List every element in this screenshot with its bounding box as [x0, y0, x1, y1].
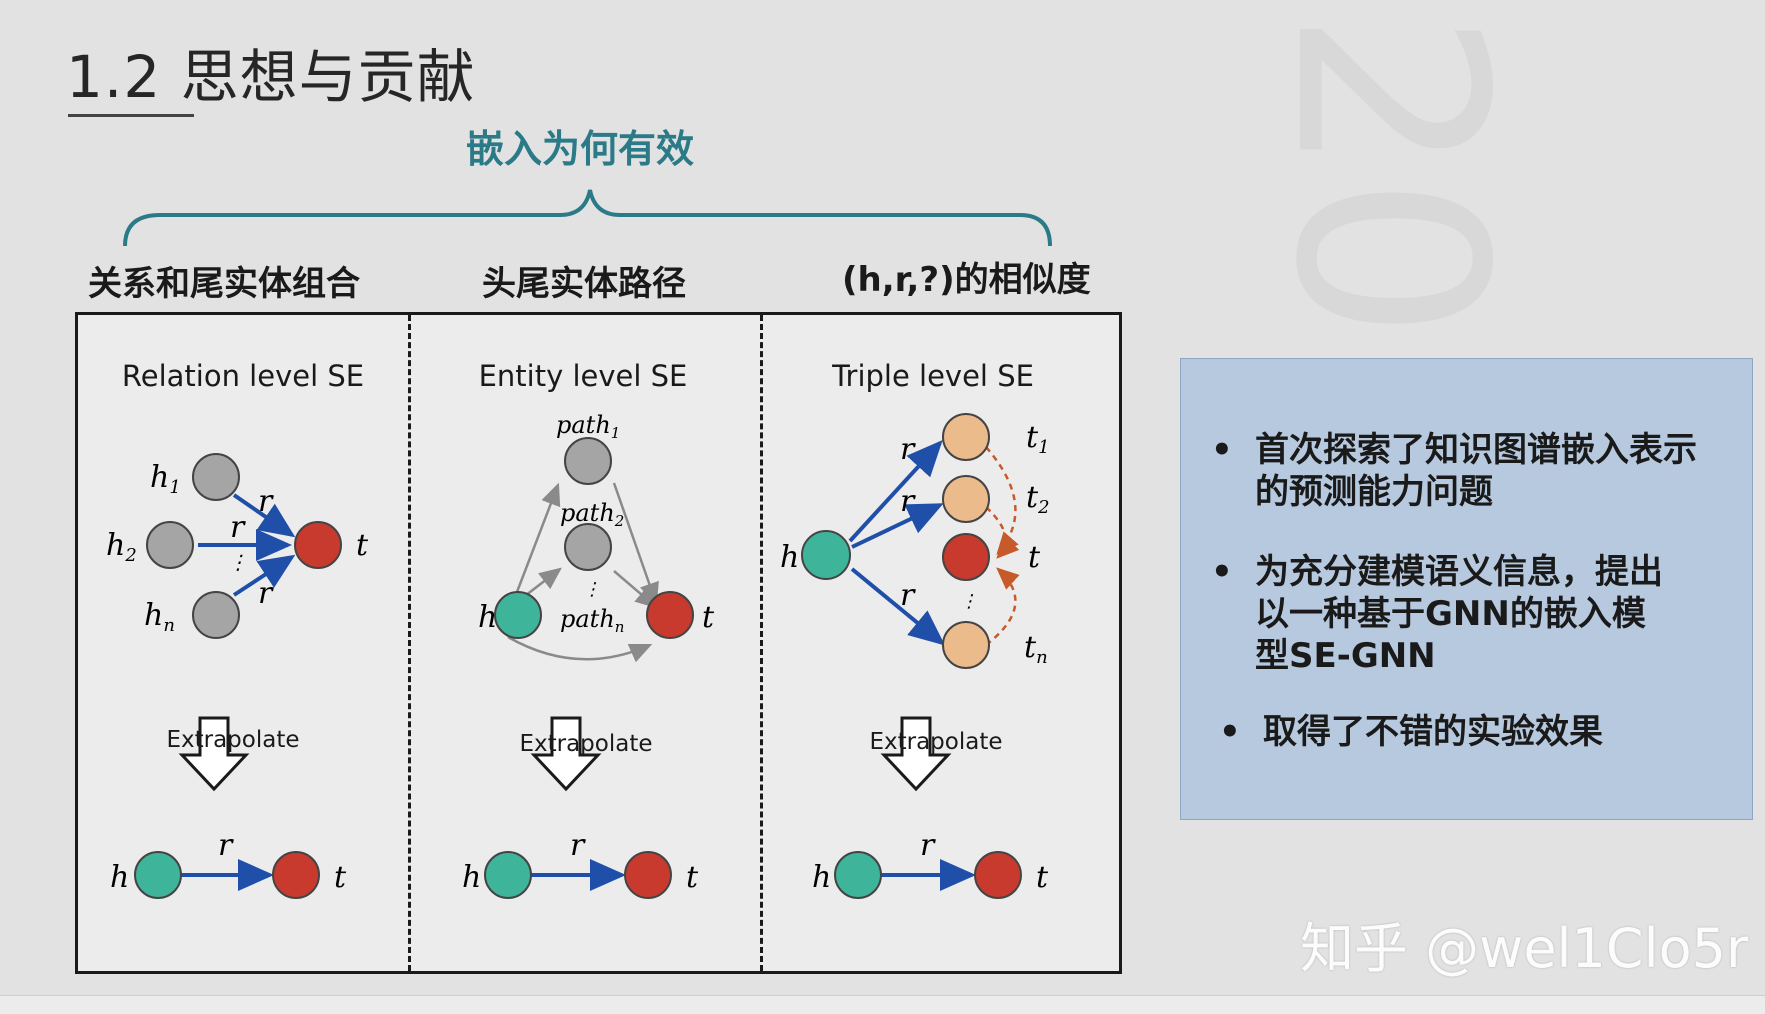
svg-text:t: t	[1036, 860, 1049, 895]
svg-text:t: t	[686, 860, 699, 895]
svg-text:t: t	[1028, 540, 1041, 575]
svg-text:r: r	[570, 828, 586, 863]
svg-text:pathn: pathn	[560, 605, 624, 636]
t-node	[646, 591, 694, 639]
relation-extrapolate-label: Extrapolate	[166, 727, 300, 753]
svg-text:hn: hn	[144, 598, 175, 636]
entity-level-graph: path1 path2 pathn h t ⋮	[478, 411, 715, 663]
svg-text:r: r	[218, 828, 234, 863]
svg-text:r: r	[920, 828, 936, 863]
t1-node	[942, 413, 990, 461]
panel-divider	[760, 315, 763, 971]
svg-text:r: r	[258, 576, 274, 611]
h2-node	[146, 521, 194, 569]
entity-result-triple: h r t	[462, 828, 699, 899]
bullet-item: • 为充分建模语义信息，提出 以一种基于GNN的嵌入模 型SE-GNN	[1211, 552, 1663, 676]
entity-column-label: 头尾实体路径	[482, 264, 686, 304]
h-node	[494, 591, 542, 639]
svg-text:path1: path1	[556, 411, 620, 442]
svg-text:⋮: ⋮	[583, 579, 601, 600]
svg-text:t: t	[356, 528, 369, 563]
title-underline	[68, 114, 194, 117]
se-diagram: Relation level SE Entity level SE Triple…	[75, 312, 1122, 974]
svg-text:h2: h2	[106, 528, 137, 566]
svg-text:h: h	[110, 860, 129, 895]
entity-panel-title: Entity level SE	[478, 359, 688, 393]
svg-text:r: r	[258, 484, 274, 519]
t2-node	[942, 475, 990, 523]
svg-text:path2: path2	[560, 499, 624, 530]
triple-level-graph: h r r r t1 t2 t tn ⋮	[780, 413, 1050, 669]
subtitle: 嵌入为何有效	[465, 127, 694, 171]
relation-result-triple: h r t	[110, 828, 347, 899]
svg-text:t2: t2	[1026, 480, 1050, 518]
h-node	[801, 530, 851, 580]
relation-panel-title: Relation level SE	[121, 359, 365, 393]
triple-extrapolate-label: Extrapolate	[869, 729, 1003, 755]
tn-node	[942, 621, 990, 669]
svg-text:⋮: ⋮	[960, 591, 978, 612]
t-node	[942, 533, 990, 581]
diagram-graphics: h1 h2 hn r r r t ⋮ path1 path2 pathn h t…	[106, 411, 1050, 899]
svg-text:h: h	[478, 600, 497, 635]
extrapolate-arrow-icon	[178, 716, 250, 792]
svg-text:⋮: ⋮	[228, 550, 248, 574]
svg-text:h: h	[780, 540, 799, 575]
triple-panel-title: Triple level SE	[832, 359, 1034, 393]
extrapolate-arrow-icon	[880, 716, 952, 792]
curly-brace	[123, 189, 1052, 247]
svg-text:h: h	[812, 860, 831, 895]
hn-node	[192, 591, 240, 639]
svg-text:tn: tn	[1024, 630, 1048, 668]
entity-extrapolate-label: Extrapolate	[519, 731, 653, 757]
contribution-bullets: • 首次探索了知识图谱嵌入表示 的预测能力问题 • 为充分建模语义信息，提出 以…	[1180, 358, 1753, 820]
svg-text:t1: t1	[1026, 420, 1050, 458]
svg-text:t: t	[702, 600, 715, 635]
bullet-dot-icon: •	[1211, 430, 1233, 470]
relation-level-graph: h1 h2 hn r r r t ⋮	[106, 453, 369, 639]
bullet-dot-icon: •	[1219, 712, 1241, 752]
h1-node	[192, 453, 240, 501]
bullet-dot-icon: •	[1211, 552, 1233, 592]
triple-column-label: (h,r,?)的相似度	[842, 260, 1091, 300]
panel-divider	[408, 315, 411, 971]
bullet-item: • 首次探索了知识图谱嵌入表示 的预测能力问题	[1211, 430, 1697, 512]
svg-text:h: h	[462, 860, 481, 895]
path2-node	[564, 523, 612, 571]
svg-text:h1: h1	[150, 460, 181, 498]
svg-text:r: r	[900, 432, 916, 467]
bottom-bar	[0, 995, 1765, 1014]
page-title: 1.2 思想与贡献	[66, 43, 476, 111]
svg-text:t: t	[334, 860, 347, 895]
bullet-item: • 取得了不错的实验效果	[1219, 712, 1603, 752]
extrapolate-arrow-icon	[530, 716, 602, 792]
path1-node	[564, 437, 612, 485]
svg-text:r: r	[230, 510, 246, 545]
svg-text:r: r	[900, 484, 916, 519]
triple-result-triple: h r t	[812, 828, 1049, 899]
svg-text:r: r	[900, 578, 916, 613]
relation-column-label: 关系和尾实体组合	[88, 264, 360, 304]
watermark: 知乎 @wel1Clo5r	[1300, 917, 1749, 980]
t-node	[294, 521, 342, 569]
